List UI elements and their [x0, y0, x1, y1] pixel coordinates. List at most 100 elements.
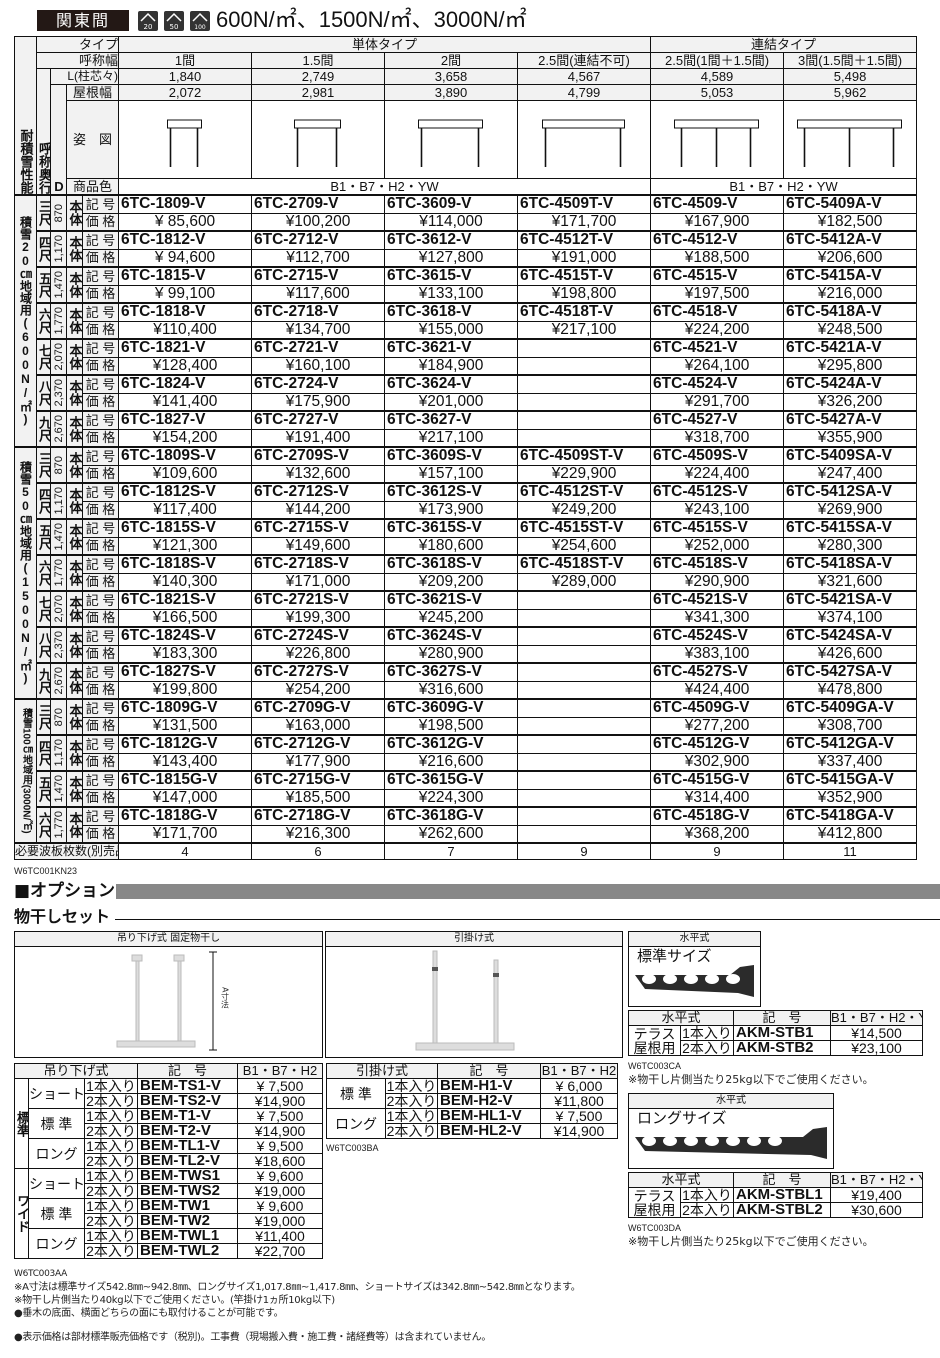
body-text: 本体 — [67, 308, 83, 334]
code-header: 記 号 — [733, 1010, 832, 1026]
color-header: B1・B7・H2・YW — [830, 1010, 924, 1026]
product-price: ¥173,900 — [384, 500, 519, 520]
product-code: 6TC-2718-V — [251, 302, 386, 322]
body-text: 本体 — [67, 596, 83, 622]
product-price: ¥308,700 — [783, 716, 918, 736]
product-price: ¥166,500 — [118, 608, 253, 628]
product-code: 6TC-3618S-V — [384, 554, 519, 574]
color-label: 商品色 — [65, 178, 120, 196]
shaku-label: 六尺 — [36, 554, 51, 592]
horizontal-type-title: 水平式 — [629, 1094, 833, 1109]
price-label: 価 格 — [81, 356, 120, 376]
product-price: ¥132,600 — [251, 464, 386, 484]
shaku-label: 四尺 — [36, 734, 51, 772]
pack-label: 2本入り — [384, 1123, 439, 1139]
product-price: ¥245,200 — [384, 608, 519, 628]
product-code: 6TC-1824S-V — [118, 626, 253, 646]
product-price: ¥155,000 — [384, 320, 519, 340]
D-text: D — [51, 179, 67, 194]
column-name: 2間 — [384, 52, 519, 69]
drying-set-heading: 物干しセット — [14, 907, 111, 926]
product-price: ¥100,200 — [251, 212, 386, 232]
hook-drying-rod-image — [415, 950, 515, 1051]
column-name: 2.5間(1間＋1.5間) — [650, 52, 785, 69]
option-code: BEM-TS2-V — [137, 1093, 239, 1109]
product-code: 6TC-3612G-V — [384, 734, 519, 754]
pack-label: 2本入り — [679, 1040, 735, 1056]
body-text: 本体 — [67, 812, 83, 838]
size-label: ロング — [28, 1138, 85, 1169]
product-code: 6TC-1827-V — [118, 410, 253, 430]
hook-type-title: 引掛け式 — [326, 932, 622, 947]
canopy-figure — [517, 100, 652, 179]
product-price: ¥229,900 — [517, 464, 652, 484]
body-label: 本体 — [66, 482, 83, 520]
body-text: 本体 — [67, 740, 83, 766]
product-price: ¥226,800 — [251, 644, 386, 664]
option-price: ¥14,500 — [830, 1025, 924, 1041]
product-code: 6TC-1827S-V — [118, 662, 253, 682]
svg-text:50: 50 — [170, 23, 179, 31]
option-price: ¥ 9,500 — [237, 1138, 324, 1154]
product-price: ¥337,400 — [783, 752, 918, 772]
depth-mm: 1,770 — [50, 806, 67, 844]
product-price: ¥412,800 — [783, 824, 918, 844]
product-price: ¥269,900 — [783, 500, 918, 520]
option-code: BEM-T1-V — [137, 1108, 239, 1124]
group-header: 単体タイプ — [118, 36, 652, 53]
depth-mm: 2,670 — [50, 662, 67, 700]
L-value: 4,567 — [517, 68, 652, 85]
depth-mm: 1,170 — [50, 734, 67, 772]
horizontal-ref-code: W6TC003CA — [628, 1061, 682, 1071]
product-code: 6TC-2715-V — [251, 266, 386, 286]
product-price: ¥121,300 — [118, 536, 253, 556]
panels-count: 7 — [384, 842, 519, 860]
product-price: ¥302,900 — [650, 752, 785, 772]
option-price: ¥30,600 — [830, 1202, 924, 1218]
product-code: 6TC-4512S-V — [650, 482, 785, 502]
product-price: ¥326,200 — [783, 392, 918, 412]
shaku-text: 七尺 — [37, 596, 51, 622]
pack-label: 1本入り — [384, 1108, 439, 1124]
shaku-text: 六尺 — [37, 560, 51, 586]
depth-mm-text: 870 — [52, 203, 65, 223]
depth-mm: 1,770 — [50, 554, 67, 592]
hook-header: 引掛け式 — [325, 1063, 439, 1079]
product-price: ¥141,400 — [118, 392, 253, 412]
body-label: 本体 — [66, 338, 83, 376]
product-price: ¥209,200 — [384, 572, 519, 592]
product-code: 6TC-4518S-V — [650, 554, 785, 574]
product-code: 6TC-2709S-V — [251, 446, 386, 466]
code-label: 記 号 — [81, 770, 120, 790]
product-price: ¥ 99,100 — [118, 284, 253, 304]
shaku-text: 五尺 — [37, 524, 51, 550]
product-code: 6TC-5424A-V — [783, 374, 918, 394]
body-label: 本体 — [66, 698, 83, 736]
nominal-depth-text: 呼称奥行 — [37, 142, 51, 194]
pack-label: 2本入り — [384, 1093, 439, 1109]
body-text: 本体 — [67, 380, 83, 406]
product-code: 6TC-4515ST-V — [517, 518, 652, 538]
canopy-figure-icon — [294, 119, 342, 167]
product-code: 6TC-4515-V — [650, 266, 785, 286]
product-price: ¥199,800 — [118, 680, 253, 700]
pack-label: 1本入り — [83, 1228, 139, 1244]
code-label: 記 号 — [81, 410, 120, 430]
panels-count: 9 — [517, 842, 652, 860]
column-name: 2.5間(連結不可) — [517, 52, 652, 69]
code-label: 記 号 — [81, 230, 120, 250]
product-price: ¥185,500 — [251, 788, 386, 808]
body-text: 本体 — [67, 560, 83, 586]
column-name: 1.5間 — [251, 52, 386, 69]
price-label: 価 格 — [81, 320, 120, 340]
nominal-depth-label: 呼称奥行 — [36, 68, 51, 196]
roof-width-value: 2,072 — [118, 84, 253, 101]
depth-mm-text: 2,670 — [52, 415, 65, 443]
snow-performance-text: 耐積雪性能 — [18, 129, 34, 194]
product-price: ¥252,000 — [650, 536, 785, 556]
code-label: 記 号 — [81, 446, 120, 466]
code-label: 記 号 — [81, 518, 120, 538]
product-code: 6TC-5412A-V — [783, 230, 918, 250]
depth-mm-text: 1,470 — [52, 271, 65, 299]
